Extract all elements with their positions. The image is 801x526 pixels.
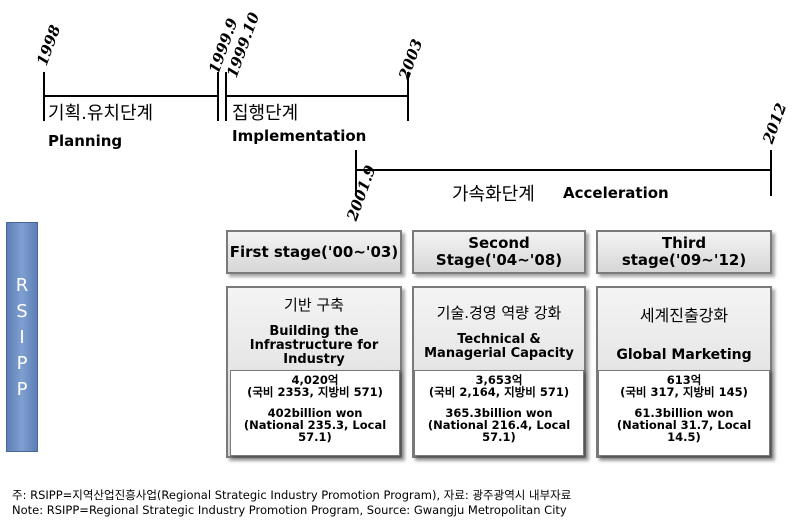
stage-3-budget-kr-1: 613억	[666, 373, 702, 387]
phase-implementation-en: Implementation	[232, 127, 367, 145]
stage-3-desc-en-1: Global Marketing	[616, 347, 752, 363]
rsipp-bar: R S I P P	[6, 222, 38, 452]
stage-3-desc-kr: 세계진출강화	[639, 306, 729, 325]
stage-1-title-box: First stage('00~'03)	[226, 230, 402, 274]
stage-3-budget-en-3: 14.5)	[667, 430, 701, 444]
note-korean: 주: RSIPP=지역산업진흥사업(Regional Strategic Ind…	[12, 488, 572, 502]
stage-3-title-1: Third	[661, 234, 707, 252]
stage-3-budget-box: 613억 (국비 317, 지방비 145) 61.3billion won (…	[598, 370, 770, 456]
stage-2-desc-en-2: Managerial Capacity	[424, 346, 574, 361]
stage-2-budget-kr-2: (국비 2,164, 지방비 571)	[428, 385, 570, 399]
stage-1-desc-kr: 기반 구축	[284, 296, 344, 314]
stage-2-title-2: Stage('04~'08)	[435, 251, 563, 269]
stage-1-budget-box: 4,020억 (국비 2353, 지방비 571) 402billion won…	[230, 370, 400, 456]
stage-1-budget-kr-2: (국비 2353, 지방비 571)	[247, 385, 383, 399]
stage-2-title-1: Second	[468, 234, 530, 252]
rsipp-label: R S I P P	[15, 275, 29, 400]
stage-1-desc-en-3: Industry	[283, 352, 345, 367]
stage-1-desc-en-1: Building the	[269, 324, 359, 339]
stage-2-budget-en-3: 57.1)	[482, 430, 516, 444]
stage-3-title-2: stage('09~'12)	[621, 251, 747, 269]
stage-1-desc-en-2: Infrastructure for	[249, 338, 379, 353]
stage-3-budget-en-2: (National 31.7, Local	[616, 418, 752, 432]
phase-planning-en: Planning	[48, 132, 123, 150]
stage-2-budget-kr-1: 3,653억	[475, 373, 523, 387]
phase-planning-kr: 기획.유치단계	[48, 103, 154, 124]
stage-1-budget-en-3: 57.1)	[298, 430, 332, 444]
phase-acceleration-en: Acceleration	[563, 184, 669, 202]
stage-2-desc-kr: 기술.경영 역량 강화	[436, 304, 562, 322]
phase-implementation-kr: 집행단계	[232, 103, 299, 124]
phase-acceleration-kr: 가속화단계	[452, 184, 535, 205]
stage-2-budget-en-2: (National 216.4, Local	[427, 418, 571, 432]
stage-1-budget-kr-1: 4,020억	[291, 373, 339, 387]
stage-3-title-box: Third stage('09~'12)	[596, 230, 772, 274]
stage-1-budget-en-1: 402billion won	[267, 406, 363, 420]
note-english: Note: RSIPP=Regional Strategic Industry …	[12, 503, 567, 517]
stage-2-desc-en-1: Technical &	[457, 332, 541, 347]
stage-2-budget-box: 3,653억 (국비 2,164, 지방비 571) 365.3billion …	[414, 370, 584, 456]
stage-2-budget-en-1: 365.3billion won	[445, 406, 553, 420]
stage-3-budget-en-1: 61.3billion won	[634, 406, 734, 420]
stage-3-budget-kr-2: (국비 317, 지방비 145)	[620, 385, 748, 399]
stage-1-title: First stage('00~'03)	[229, 243, 399, 261]
stage-1-budget-en-2: (National 235.3, Local	[243, 418, 387, 432]
stage-2-title-box: Second Stage('04~'08)	[412, 230, 586, 274]
